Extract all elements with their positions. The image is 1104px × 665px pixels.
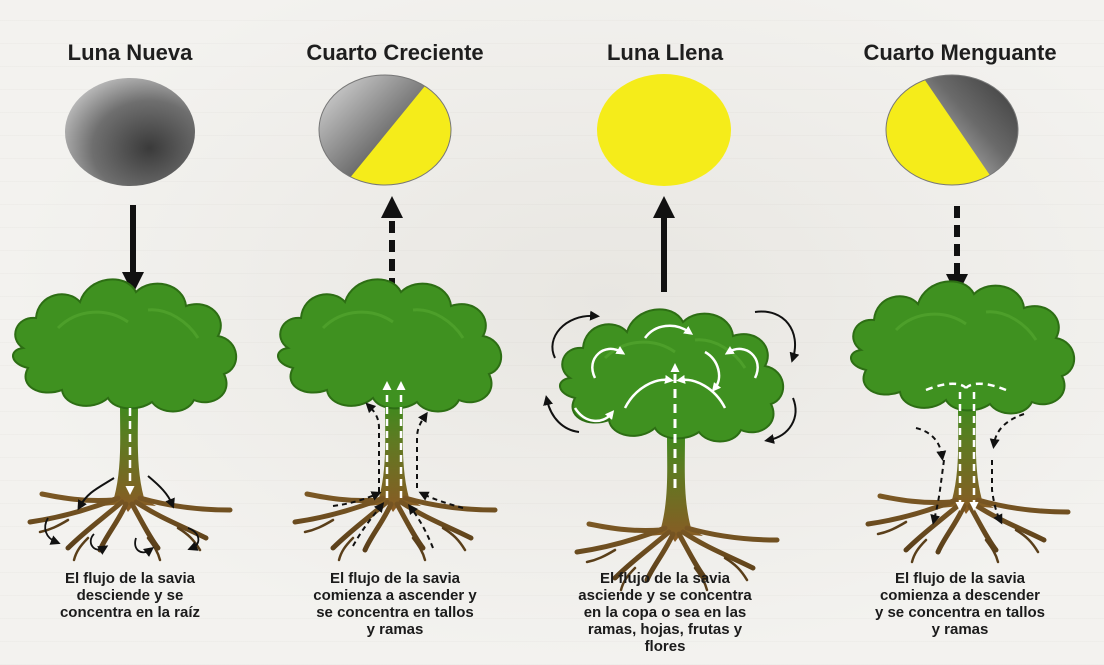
phase-column-3: Luna Llena El flujo de la savia asciende… — [555, 0, 775, 665]
phase-title: Cuarto Menguante — [863, 40, 1057, 65]
caption-line: ramas, hojas, frutas y — [587, 621, 743, 638]
caption-line: desciende y se — [76, 587, 184, 604]
phase-title: Luna Llena — [606, 40, 724, 65]
tree-illustration — [13, 279, 236, 560]
caption-line: y ramas — [931, 621, 989, 638]
new-moon-icon — [65, 78, 195, 186]
caption-line: El flujo de la savia — [599, 570, 731, 587]
caption-line: y ramas — [366, 621, 424, 638]
caption-line: y se concentra en tallos — [874, 604, 1046, 621]
caption-line: en la copa o sea en las — [583, 604, 747, 621]
phase-cuarto-creciente — [278, 74, 501, 560]
phase-column-2: Cuarto Creciente El flujo de la savia co… — [270, 0, 520, 665]
full-moon-icon — [597, 74, 731, 186]
caption-line: comienza a ascender y — [313, 587, 477, 604]
caption-line: se concentra en tallos — [316, 604, 474, 621]
caption-line: asciende y se concentra — [578, 587, 752, 604]
caption-line: El flujo de la savia — [64, 570, 196, 587]
tree-illustration — [278, 279, 501, 560]
phase-cuarto-menguante — [851, 74, 1074, 562]
tree-illustration — [543, 309, 800, 590]
phase-caption: El flujo de la savia asciende y se conce… — [555, 570, 775, 655]
phase-luna-nueva — [13, 78, 236, 560]
phase-title: Luna Nueva — [67, 40, 193, 65]
phase-column-1: Luna Nueva El flujo de la savia desciend… — [20, 0, 240, 665]
caption-line: flores — [644, 638, 686, 655]
caption-line: comienza a descender — [879, 587, 1041, 604]
caption-line: El flujo de la savia — [894, 570, 1026, 587]
tree-illustration — [851, 281, 1074, 562]
phase-column-4: Cuarto Menguante El flujo de la savia co… — [830, 0, 1090, 665]
phase-luna-llena — [543, 74, 800, 590]
last-quarter-moon-icon — [885, 74, 1019, 186]
phase-caption: El flujo de la savia comienza a descende… — [830, 570, 1090, 638]
phase-title: Cuarto Creciente — [306, 40, 484, 65]
caption-line: El flujo de la savia — [329, 570, 461, 587]
caption-line: concentra en la raíz — [59, 604, 201, 621]
first-quarter-moon-icon — [318, 74, 452, 186]
phase-caption: El flujo de la savia comienza a ascender… — [270, 570, 520, 638]
phase-caption: El flujo de la savia desciende y se conc… — [20, 570, 240, 621]
